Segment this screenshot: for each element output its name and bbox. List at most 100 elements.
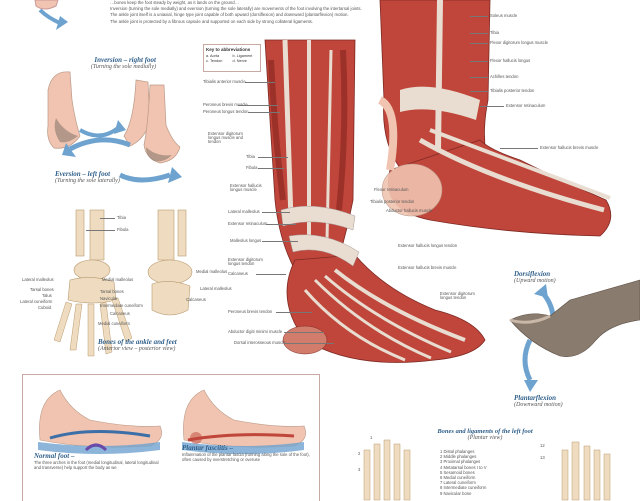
muscle-label: Extensor retinaculum — [506, 103, 546, 108]
muscle-label: Achilles tendon — [490, 74, 519, 79]
plantar-bones-illustration — [363, 439, 611, 501]
plantarflexion-subtitle: (Downward motion) — [514, 402, 563, 408]
muscle-label: Extensor hallucis longus tendon — [398, 243, 458, 248]
bone-label: Tarsal bones — [30, 287, 54, 292]
legend-title: Key to abbreviations — [206, 47, 251, 52]
plantarflexion-caption: Plantarflexion (Downward motion) — [514, 394, 563, 408]
muscle-label: Lateral malleolus — [228, 209, 260, 214]
plantar-list-item: 3 Proximal phalanges — [440, 459, 481, 465]
muscle-label: Extensor retinaculum — [228, 221, 268, 226]
legend-item: b. Ligament — [232, 54, 253, 58]
bone-label: Medial malleolus — [196, 269, 228, 274]
eversion-title: Eversion – left foot — [55, 170, 111, 178]
plantar-number: 2 — [358, 451, 361, 456]
plantar-bones-caption: Bones and ligaments of the left foot (Pl… — [420, 428, 550, 441]
intro-line: Inversion (turning the sole medially) an… — [110, 6, 362, 12]
dorsiflexion-subtitle: (Upward motion) — [514, 278, 556, 284]
muscle-label: Extensor hallucis longus muscle — [230, 183, 262, 193]
bone-label: Talus — [42, 293, 52, 298]
muscle-label: Abductor hallucis muscle — [386, 208, 433, 213]
intro-text: …bones keep the foot steady by weight, a… — [110, 0, 380, 25]
bone-label: Calcaneus — [186, 297, 206, 302]
dorsiflexion-caption: Dorsiflexion (Upward motion) — [514, 270, 556, 284]
plantar-number: 1 — [370, 435, 373, 440]
plantar-number: 13 — [540, 455, 545, 460]
ankle-bones-caption: Bones of the ankle and feet (Anterior vi… — [98, 338, 177, 352]
plantar-list-item: 7 Lateral cuneiform — [440, 480, 476, 486]
muscle-label: Tibialis anterior muscle — [203, 79, 246, 84]
plantar-list-item: 5 Sesamoid bones — [440, 469, 475, 475]
bone-label: Medial malleolus — [102, 277, 134, 282]
plantar-list-item: 8 Intermediate cuneiform — [440, 485, 487, 491]
plantar-list-item: 1 Distal phalanges — [440, 449, 475, 454]
muscle-label: Tibia — [246, 154, 255, 159]
bone-label: Cuboid — [38, 305, 52, 310]
normal-foot-caption: Normal foot – The three arches in the fo… — [34, 452, 164, 471]
bone-label: Lateral malleolus — [22, 277, 54, 282]
muscle-label: Calcaneus — [228, 271, 248, 276]
bone-label: Calcaneus — [110, 311, 130, 316]
plantar-list-item: 4 Metatarsal bones I to V — [440, 464, 487, 470]
lateral-foot-muscle-illustration — [264, 39, 486, 363]
medial-foot-muscle-illustration — [377, 0, 612, 237]
plantar-number: 3 — [358, 467, 361, 472]
legend-item: c. Tendon — [206, 59, 223, 63]
bone-label: Lateral malleolus — [200, 286, 232, 291]
ankle-bones-title: Bones of the ankle and feet — [98, 338, 177, 346]
muscle-label: Peroneus brevis tendon — [228, 309, 273, 314]
bone-label: Navicular — [100, 296, 118, 301]
bone-label: Tarsal bones — [100, 289, 124, 294]
intro-line: The ankle joint is protected by a fibrou… — [110, 18, 314, 24]
bone-label: Medial cuneiform — [98, 321, 130, 326]
bone-label: Fibula — [117, 227, 129, 232]
muscle-label: Malleolus longus — [230, 238, 262, 243]
plantar-fasciitis-title: Plantar fasciitis – — [182, 444, 233, 452]
plantar-bones-title: Bones and ligaments of the left foot — [437, 428, 533, 435]
ankle-bones-illustration — [53, 209, 193, 357]
muscle-label: Tibialis posterior tendon — [490, 88, 535, 93]
plantarflexion-title: Plantarflexion — [514, 394, 557, 402]
legend-item: a. Aorta — [206, 54, 220, 58]
plantar-list-item: 2 Middle phalanges — [440, 454, 477, 460]
muscle-label: Extensor digitorum longus muscle and ten… — [208, 131, 243, 145]
normal-foot-illustration — [38, 389, 162, 454]
muscle-label: Tibialis posterior tendon — [370, 199, 415, 204]
bone-label: Intermediate cuneiform — [100, 303, 143, 308]
normal-foot-title: Normal foot – — [34, 452, 75, 460]
muscle-label: Tibia — [490, 30, 499, 35]
muscle-label: Abductor digiti minimi muscle — [228, 329, 283, 334]
muscle-label: Peroneus longus tendon — [203, 109, 249, 114]
eversion-caption: Eversion – left foot (Turning the sole l… — [55, 170, 125, 184]
plantar-list-item: 9 Navicular bone — [440, 490, 472, 496]
ankle-bones-subtitle: (Anterior view – posterior view) — [98, 346, 176, 352]
muscle-label: Extensor digitorum longus tendon — [228, 257, 263, 267]
muscle-label: Fibula — [246, 165, 258, 170]
muscle-label: Dorsal interosseous muscle — [234, 340, 286, 345]
plantar-bones-subtitle: (Plantar view) — [467, 435, 503, 441]
muscle-label: Flexor retinaculum — [374, 187, 409, 192]
plantar-fasciitis-illustration — [182, 389, 306, 454]
plantar-list-item: 6 Medial cuneiform — [440, 475, 476, 481]
arch-comparison-panel — [22, 374, 320, 501]
muscle-label: Soleus muscle — [490, 13, 518, 18]
bone-label: Lateral cuneiform — [20, 299, 53, 304]
legend-item: d. Nerve — [232, 59, 247, 63]
plantar-fasciitis-text: Inflammation of the plantar fascia (runn… — [182, 452, 310, 463]
plantar-fasciitis-caption: Plantar fasciitis – Inflammation of the … — [182, 444, 312, 463]
inversion-title: Inversion – right foot — [94, 56, 156, 64]
abbreviation-legend: Key to abbreviations a. Aorta b. Ligamen… — [203, 44, 261, 72]
plantar-bones-list: 1 Distal phalanges 2 Middle phalanges 3 … — [440, 449, 530, 497]
bone-label: Tibia — [117, 215, 126, 220]
normal-foot-text: The three arches in the foot (medial lon… — [34, 460, 159, 471]
inversion-foot-illustration — [47, 71, 151, 149]
muscle-label: Extensor hallucis brevis muscle — [398, 265, 457, 270]
muscle-label: Flexor digitorum longus muscle — [490, 40, 548, 45]
muscle-label: Flexor hallucis longus — [490, 58, 531, 63]
muscle-label: Peroneus brevis muscle — [203, 102, 248, 107]
muscle-label: Extensor hallucis brevis muscle — [540, 145, 599, 150]
top-foot-illustration — [34, 0, 68, 30]
eversion-subtitle: (Turning the sole laterally) — [55, 178, 120, 184]
inversion-subtitle: (Turning the sole medially) — [90, 64, 156, 70]
muscle-label: Extensor digitorum longus tendon — [440, 291, 475, 301]
eversion-foot-illustration — [62, 84, 182, 183]
